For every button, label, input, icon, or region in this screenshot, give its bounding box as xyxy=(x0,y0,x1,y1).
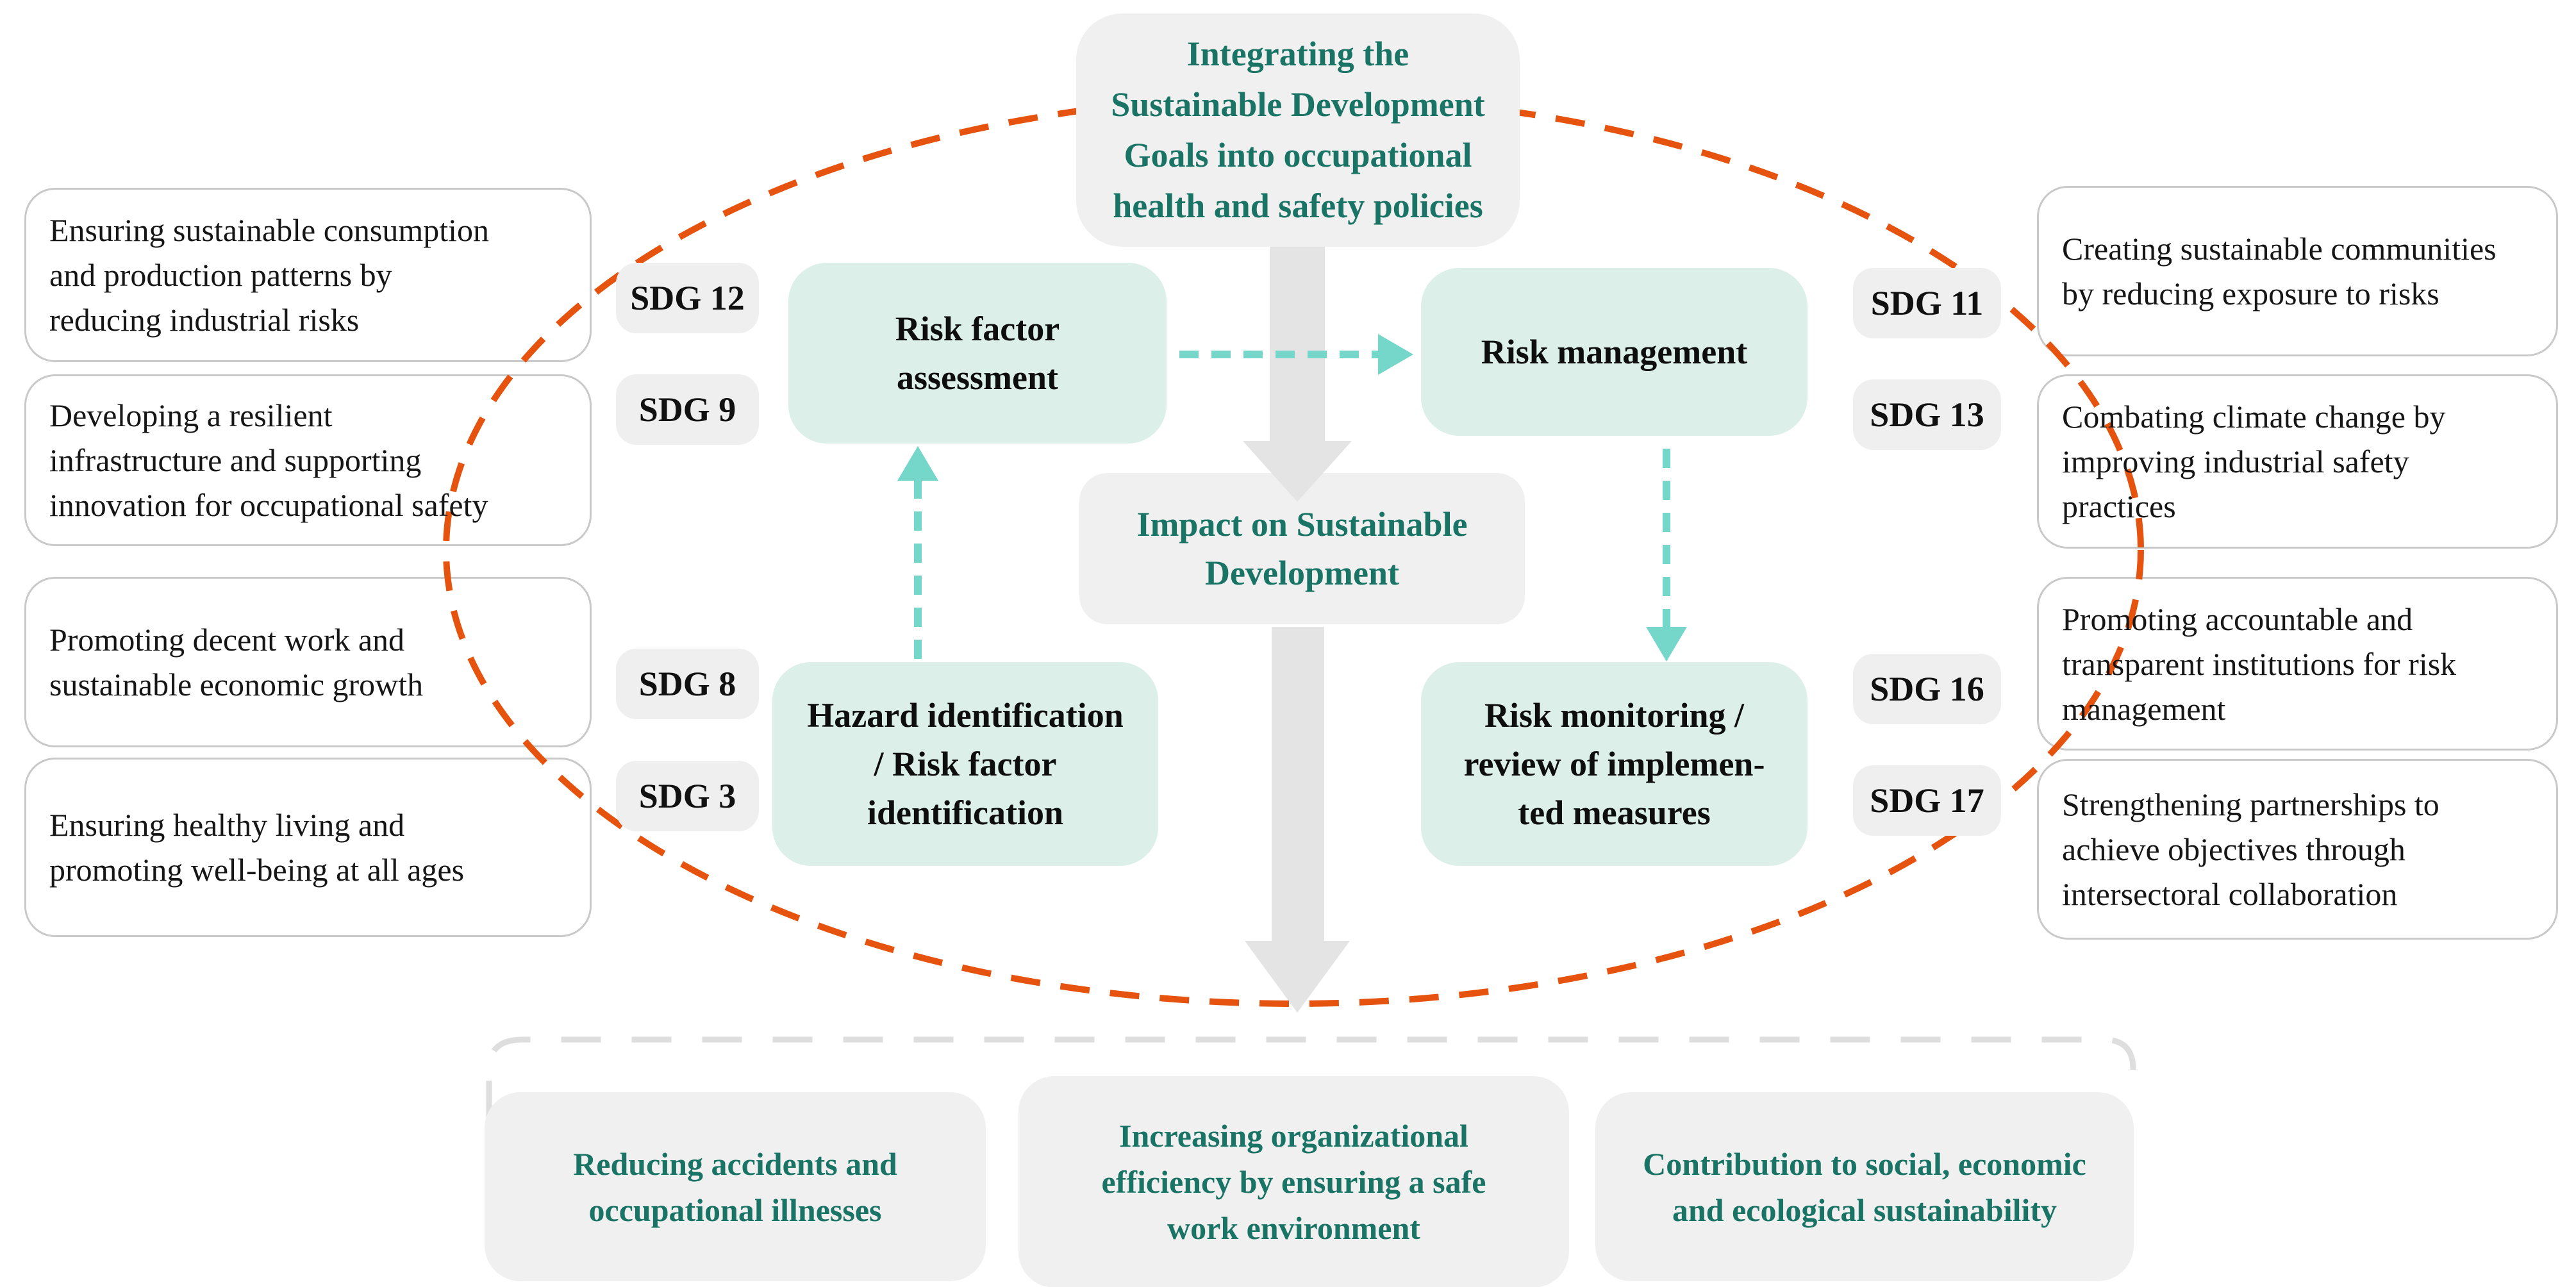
arrowhead-up-icon xyxy=(897,446,938,481)
sdg-badge-label: SDG 3 xyxy=(638,777,736,815)
sdg-badge-label: SDG 17 xyxy=(1870,781,1984,820)
sdg-badge-17: SDG 17 xyxy=(1853,765,2001,836)
sdg-badge-11: SDG 11 xyxy=(1853,268,2001,338)
sdg-badge-label: SDG 16 xyxy=(1870,670,1984,708)
sdg-badge-label: SDG 12 xyxy=(630,279,745,317)
goal-box-sdg13: Combating climate change by improving in… xyxy=(2037,374,2558,549)
process-text: Risk factor assessment xyxy=(895,310,1060,397)
process-box-hazard-identification: Hazard identification / Risk factor iden… xyxy=(772,662,1158,866)
flow-arrow-down-lower xyxy=(1245,627,1350,1013)
goal-text: Promoting decent work and sustainable ec… xyxy=(49,622,424,702)
goal-box-sdg17: Strengthening partnerships to achieve ob… xyxy=(2037,759,2558,940)
sdg-badge-label: SDG 8 xyxy=(638,665,736,703)
arrowhead-down-icon xyxy=(1646,627,1687,661)
sdg-badge-9: SDG 9 xyxy=(616,374,759,445)
goal-box-sdg12: Ensuring sustainable consumption and pro… xyxy=(24,188,592,362)
central-title-text: Integrating the Sustainable Development … xyxy=(1111,35,1485,225)
impact-text: Impact on Sustainable Development xyxy=(1136,505,1468,592)
sdg-badge-16: SDG 16 xyxy=(1853,654,2001,724)
goal-text: Ensuring healthy living and promoting we… xyxy=(49,807,465,888)
process-box-risk-factor-assessment: Risk factor assessment xyxy=(788,263,1167,444)
process-text: Risk monitoring / review of implemen- te… xyxy=(1463,696,1765,832)
goal-text: Promoting accountable and transparent in… xyxy=(2062,601,2457,727)
flow-arrow-down-upper xyxy=(1243,242,1352,502)
outcome-text: Contribution to social, economic and eco… xyxy=(1643,1145,2086,1228)
process-box-risk-management: Risk management xyxy=(1421,268,1807,436)
outcome-text: Reducing accidents and occupational illn… xyxy=(573,1145,897,1228)
goal-text: Creating sustainable communities by redu… xyxy=(2062,231,2497,311)
outcome-box-accidents: Reducing accidents and occupational illn… xyxy=(485,1092,986,1281)
process-box-risk-monitoring: Risk monitoring / review of implemen- te… xyxy=(1421,662,1807,866)
sdg-badge-8: SDG 8 xyxy=(616,649,759,719)
goal-text: Strengthening partnerships to achieve ob… xyxy=(2062,786,2439,912)
outcome-text: Increasing organizational efficiency by … xyxy=(1101,1118,1486,1246)
sdg-badge-label: SDG 11 xyxy=(1870,284,1984,322)
process-text: Risk management xyxy=(1481,333,1748,371)
sdg-badge-12: SDG 12 xyxy=(616,263,759,333)
sdg-badge-label: SDG 13 xyxy=(1870,395,1984,434)
goal-text: Combating climate change by improving in… xyxy=(2062,399,2446,524)
central-title-box: Integrating the Sustainable Development … xyxy=(1076,13,1520,247)
goal-box-sdg8: Promoting decent work and sustainable ec… xyxy=(24,577,592,747)
goal-box-sdg11: Creating sustainable communities by redu… xyxy=(2037,186,2558,356)
process-text: Hazard identification / Risk factor iden… xyxy=(807,696,1124,832)
goal-box-sdg9: Developing a resilient infrastructure an… xyxy=(24,374,592,546)
outcome-box-efficiency: Increasing organizational efficiency by … xyxy=(1018,1076,1569,1287)
goal-text: Ensuring sustainable consumption and pro… xyxy=(49,212,490,338)
sdg-badge-label: SDG 9 xyxy=(638,390,736,429)
goal-box-sdg16: Promoting accountable and transparent in… xyxy=(2037,577,2558,751)
goal-box-sdg3: Ensuring healthy living and promoting we… xyxy=(24,758,592,937)
outcome-box-sustainability: Contribution to social, economic and eco… xyxy=(1595,1092,2134,1281)
sdg-badge-13: SDG 13 xyxy=(1853,379,2001,450)
sdg-badge-3: SDG 3 xyxy=(616,761,759,831)
goal-text: Developing a resilient infrastructure an… xyxy=(49,397,488,523)
arrowhead-right-icon xyxy=(1378,334,1413,375)
